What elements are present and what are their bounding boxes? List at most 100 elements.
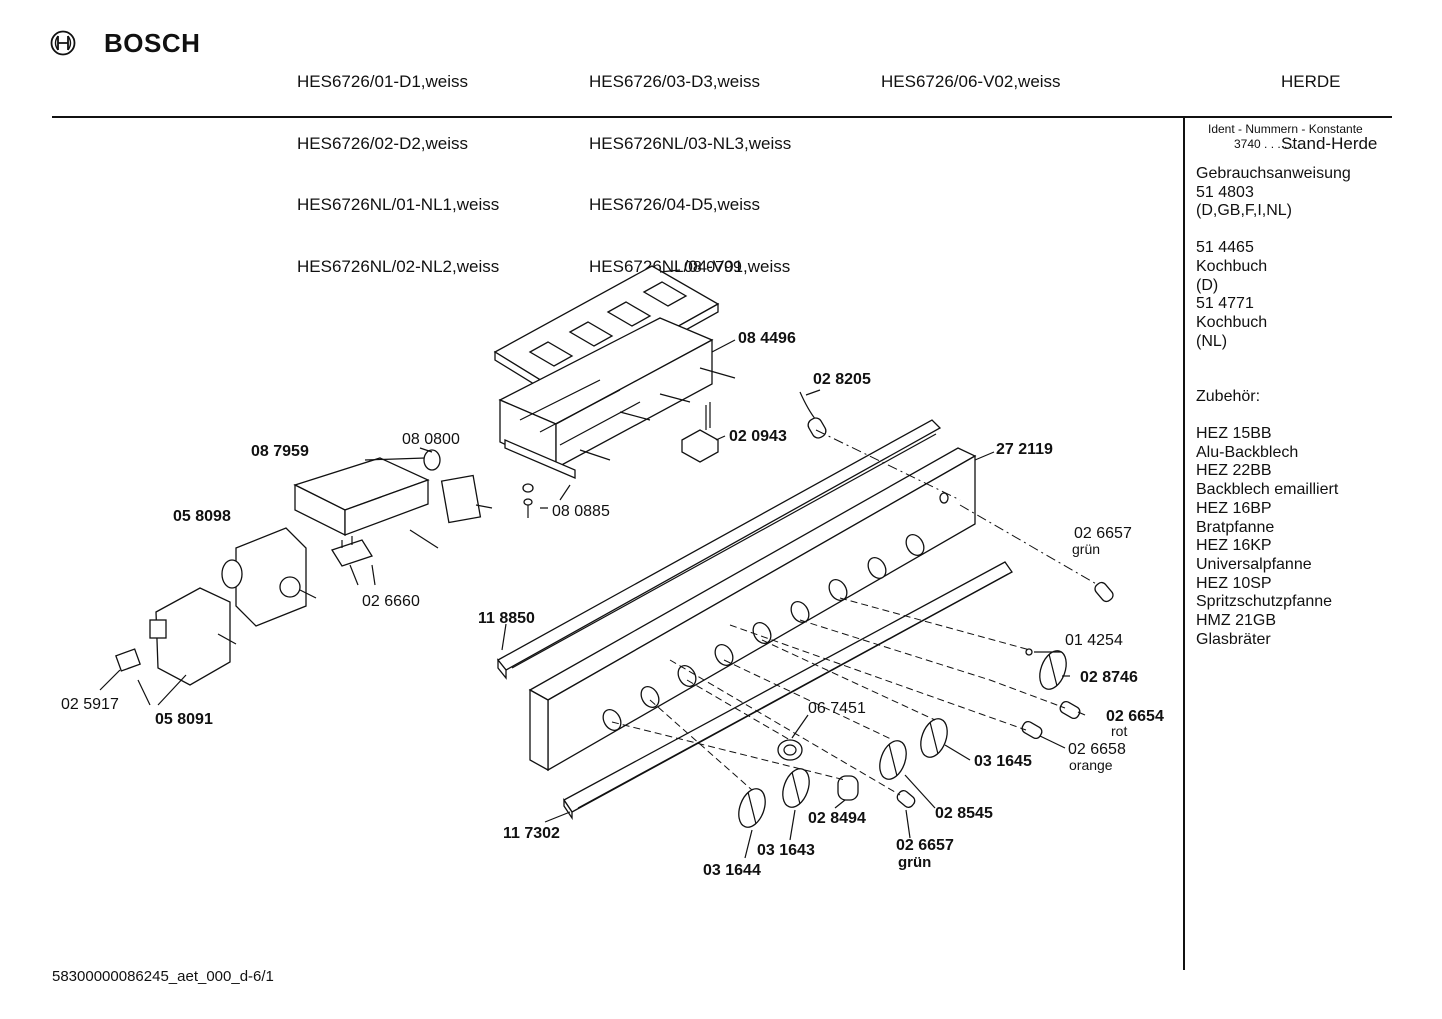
part-label: 08 4496 (738, 330, 796, 347)
switch-housing-part (498, 317, 736, 479)
cookbook1-title: Kochbuch (1196, 257, 1268, 275)
accessory-name: Spritzschutzpfanne (1196, 593, 1333, 611)
lamp-orange-part (1021, 720, 1043, 740)
part-label: 02 5917 (61, 696, 119, 713)
part-label: 06 7451 (808, 700, 866, 717)
model-item: HES6726/01-D1,weiss (297, 72, 469, 91)
part-label: 08 0800 (402, 431, 460, 448)
ident-title: Ident - Nummern - Konstante (1208, 122, 1363, 136)
accessories-list: HEZ 15BB Alu-Backblech HEZ 22BB Backblec… (1196, 425, 1436, 649)
part-label: 11 7302 (503, 825, 560, 842)
model-item: HES6726NL/03-NL3,weiss (589, 133, 792, 153)
accessory-code: HEZ 22BB (1196, 462, 1272, 480)
manual-langs: (D,GB,F,I,NL) (1196, 202, 1293, 220)
ident-value: 3740 . . . . . . (1234, 137, 1301, 151)
part-label: 05 8091 (155, 711, 213, 728)
bracket-part (149, 587, 237, 686)
upper-trim-strip-part (497, 419, 942, 680)
switch-part (681, 402, 719, 463)
knob-part (1039, 650, 1067, 690)
part-label: 03 1645 (974, 753, 1032, 770)
model-item: HES6726/06-V02,weiss (881, 72, 1061, 91)
lower-trim-strip-part (563, 561, 1013, 821)
bosch-logo-icon (50, 30, 76, 56)
lamp-red-part (1059, 700, 1081, 720)
lamp-green-part (896, 790, 916, 808)
thermostat-part (440, 474, 493, 524)
accessory-code: HEZ 16KP (1196, 537, 1272, 555)
cap-part (837, 775, 859, 801)
category-block: HERDE Stand-Herde (1281, 31, 1377, 175)
cookbook1-number: 51 4465 (1196, 239, 1254, 257)
switch-block-part (293, 457, 439, 549)
knob-part (782, 768, 810, 808)
knob-part (879, 740, 907, 780)
part-color-label: orange (1069, 757, 1113, 773)
model-item: HES6726/02-D2,weiss (297, 133, 469, 153)
accessory-code: HEZ 16BP (1196, 499, 1272, 517)
model-item: HES6726/03-D3,weiss (589, 72, 761, 91)
accessory-code: HMZ 21GB (1196, 612, 1277, 630)
part-label: 02 6654 (1106, 708, 1164, 725)
part-label: 01 4254 (1065, 632, 1123, 649)
knob-part (738, 788, 766, 828)
accessory-name: Bratpfanne (1196, 518, 1275, 536)
accessories-title: Zubehör: (1196, 388, 1261, 406)
brand-name: BOSCH (104, 28, 201, 58)
cookbook2-lang: (NL) (1196, 332, 1228, 350)
part-label: 08 7959 (251, 443, 309, 460)
screw-part (522, 483, 534, 518)
part-label: 02 6660 (362, 593, 420, 610)
part-label: 11 8850 (478, 610, 535, 627)
part-label: 02 8545 (935, 805, 993, 822)
part-label: 02 8494 (808, 810, 866, 827)
part-label: 08 0799 (684, 259, 742, 276)
model-item: HES6726NL/02-NL2,weiss (297, 256, 500, 276)
part-color-label: grün (898, 854, 931, 871)
manual-block: Gebrauchsanweisung 51 4803 (D,GB,F,I,NL) (1196, 165, 1436, 221)
part-label: 02 6658 (1068, 741, 1126, 758)
knob-part (920, 718, 948, 758)
timer-part (221, 527, 317, 627)
part-color-label: rot (1111, 723, 1127, 739)
part-label: 02 0943 (729, 428, 787, 445)
lamp-green-part (1094, 581, 1114, 603)
cookbook1-lang: (D) (1196, 276, 1219, 294)
manual-title: Gebrauchsanweisung (1196, 165, 1351, 182)
model-item: HES6726NL/01-NL1,weiss (297, 195, 500, 214)
part-label: 27 2119 (996, 441, 1053, 458)
model-list-col1: HES6726/01-D1,weiss HES6726/02-D2,weiss … (297, 31, 499, 298)
leader-lines (99, 269, 1099, 859)
sidebar-divider (1183, 118, 1185, 970)
part-color-label: grün (1072, 541, 1100, 557)
microswitch-part (115, 648, 141, 672)
model-item: HES6726NL/04-V01,weiss (589, 256, 791, 276)
model-list-col2: HES6726/03-D3,weiss HES6726NL/03-NL3,wei… (589, 31, 791, 298)
model-list-col3: HES6726/06-V02,weiss (881, 31, 1061, 113)
header-divider (52, 116, 1392, 118)
cookbook-block: 51 4465 Kochbuch (D) 51 4771 Kochbuch (N… (1196, 239, 1436, 351)
part-label: 05 8098 (173, 508, 231, 525)
manual-number: 51 4803 (1196, 183, 1254, 201)
part-label: 02 8746 (1080, 669, 1138, 686)
part-label: 08 0885 (552, 503, 610, 520)
part-label: 03 1643 (757, 842, 815, 859)
accessory-name: Glasbräter (1196, 630, 1271, 648)
cookbook2-title: Kochbuch (1196, 313, 1268, 331)
part-label: 03 1644 (703, 862, 761, 879)
part-label: 02 8205 (813, 371, 871, 388)
ring-part (777, 739, 803, 761)
screw-part (1025, 648, 1033, 656)
accessory-name: Alu-Backblech (1196, 443, 1299, 461)
model-item: HES6726/04-D5,weiss (589, 195, 761, 214)
part-label: 02 6657 (1074, 525, 1132, 542)
document-id: 58300000086245_aet_000_d-6/1 (52, 968, 274, 985)
category-line1: HERDE (1281, 72, 1341, 91)
accessory-code: HEZ 10SP (1196, 574, 1272, 592)
accessory-name: Backblech emailliert (1196, 481, 1339, 499)
part-label: 02 6657 (896, 837, 954, 854)
accessory-code: HEZ 15BB (1196, 425, 1272, 443)
wire-part (799, 391, 827, 439)
connector-part (331, 536, 373, 567)
sidebar: Ident - Nummern - Konstante 3740 . . . .… (1196, 118, 1436, 649)
